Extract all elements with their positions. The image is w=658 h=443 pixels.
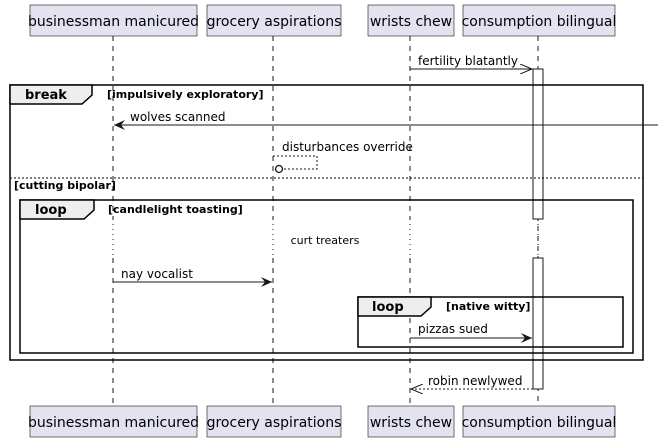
message-label: fertility blatantly: [418, 54, 518, 68]
participant-label: consumption bilingual: [462, 415, 617, 431]
participant-consumption-bottom[interactable]: consumption bilingual: [462, 405, 617, 438]
message-nay-vocalist[interactable]: nay vocalist: [113, 267, 272, 287]
message-robin-newlywed[interactable]: robin newlywed: [411, 374, 533, 389]
message-pizzas-sued[interactable]: pizzas sued: [410, 322, 532, 343]
fragment-loop-outer: loop [candlelight toasting]: [19, 199, 634, 354]
fragment-break-condition: [impulsively exploratory]: [107, 88, 264, 101]
participant-wrists-top[interactable]: wrists chew: [367, 4, 455, 37]
participant-label: grocery aspirations: [207, 14, 342, 30]
message-disturbances-override[interactable]: disturbances override: [273, 140, 413, 174]
participant-businessman-top[interactable]: businessman manicured: [28, 4, 199, 37]
message-label: nay vocalist: [121, 267, 193, 281]
participant-label: grocery aspirations: [207, 415, 342, 431]
delay-label: curt treaters: [291, 234, 360, 247]
message-label: pizzas sued: [418, 322, 488, 336]
message-fertility-blatantly[interactable]: fertility blatantly: [410, 54, 532, 69]
participant-label: consumption bilingual: [462, 14, 617, 30]
fragment-loop-condition: [candlelight toasting]: [108, 203, 243, 216]
fragment-break-keyword: break: [25, 88, 67, 103]
participant-consumption-top[interactable]: consumption bilingual: [462, 4, 617, 37]
participant-grocery-bottom[interactable]: grocery aspirations: [207, 405, 342, 438]
participant-label: businessman manicured: [28, 14, 199, 30]
fragment-loop-inner: loop [native witty]: [357, 296, 624, 348]
participant-grocery-top[interactable]: grocery aspirations: [207, 4, 342, 37]
participant-label: wrists chew: [370, 415, 452, 431]
participant-label: businessman manicured: [28, 415, 199, 431]
participant-wrists-bottom[interactable]: wrists chew: [367, 405, 455, 438]
participant-label: wrists chew: [370, 14, 452, 30]
message-wolves-scanned[interactable]: wolves scanned: [114, 110, 658, 130]
fragment-break: break [impulsively exploratory] [cutting…: [9, 84, 644, 361]
fragment-else-condition: [cutting bipolar]: [14, 179, 116, 192]
fragment-loop-condition: [native witty]: [446, 300, 530, 313]
activation-bar: [532, 68, 544, 390]
message-label: disturbances override: [282, 140, 413, 154]
participant-businessman-bottom[interactable]: businessman manicured: [28, 405, 199, 438]
message-label: wolves scanned: [130, 110, 225, 124]
fragment-loop-keyword: loop: [372, 300, 404, 315]
fragment-loop-keyword: loop: [35, 203, 67, 218]
message-label: robin newlywed: [428, 374, 522, 388]
